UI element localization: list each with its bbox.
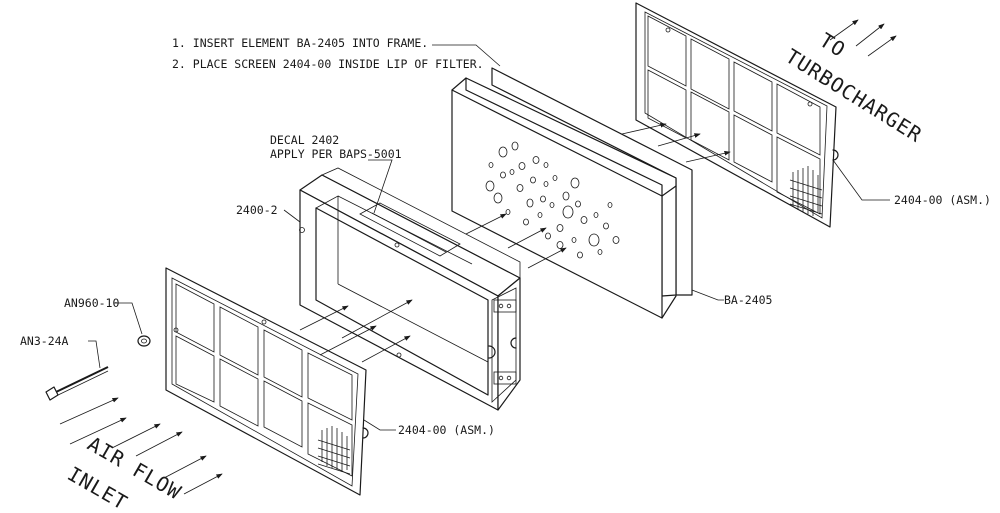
leader-element [691,289,724,301]
label-washer: AN960-10 [64,296,119,310]
outlet-text-line-1: TO [815,28,850,62]
screen-top: 2404-00 (ASM.) [635,2,991,228]
leader-screen-top [832,159,890,201]
leader-washer [114,302,143,335]
assembly-notes: 1. INSERT ELEMENT BA-2405 INTO FRAME. 2.… [172,36,501,71]
leader-screen-bottom [363,419,396,431]
leader-decal [368,159,393,214]
label-screen-top: 2404-00 (ASM.) [894,193,991,207]
leader-frame [283,209,301,223]
label-decal-line-1: DECAL 2402 [270,133,339,147]
screen-bottom: 2404-00 (ASM.) [165,267,495,496]
bolt-an3: AN3-24A [20,334,109,401]
label-decal-line-2: APPLY PER BAPS-5001 [270,147,402,161]
label-frame: 2400-2 [236,203,278,217]
label-bolt: AN3-24A [20,334,69,348]
note-line-1: 1. INSERT ELEMENT BA-2405 INTO FRAME. [172,36,428,50]
note-leader [432,44,501,67]
frame: 2400-2 DECAL 2402 APPLY PER BAPS-5001 [236,133,521,411]
washer-an960: AN960-10 [64,296,151,347]
label-screen-bottom: 2404-00 (ASM.) [398,423,495,437]
inlet-label: AIR FLOW INLET [64,432,186,513]
flow-arrows [59,19,897,495]
leader-bolt [88,340,101,369]
filter-element: BA-2405 [451,67,772,319]
label-element: BA-2405 [724,293,772,307]
note-line-2: 2. PLACE SCREEN 2404-00 INSIDE LIP OF FI… [172,57,484,71]
